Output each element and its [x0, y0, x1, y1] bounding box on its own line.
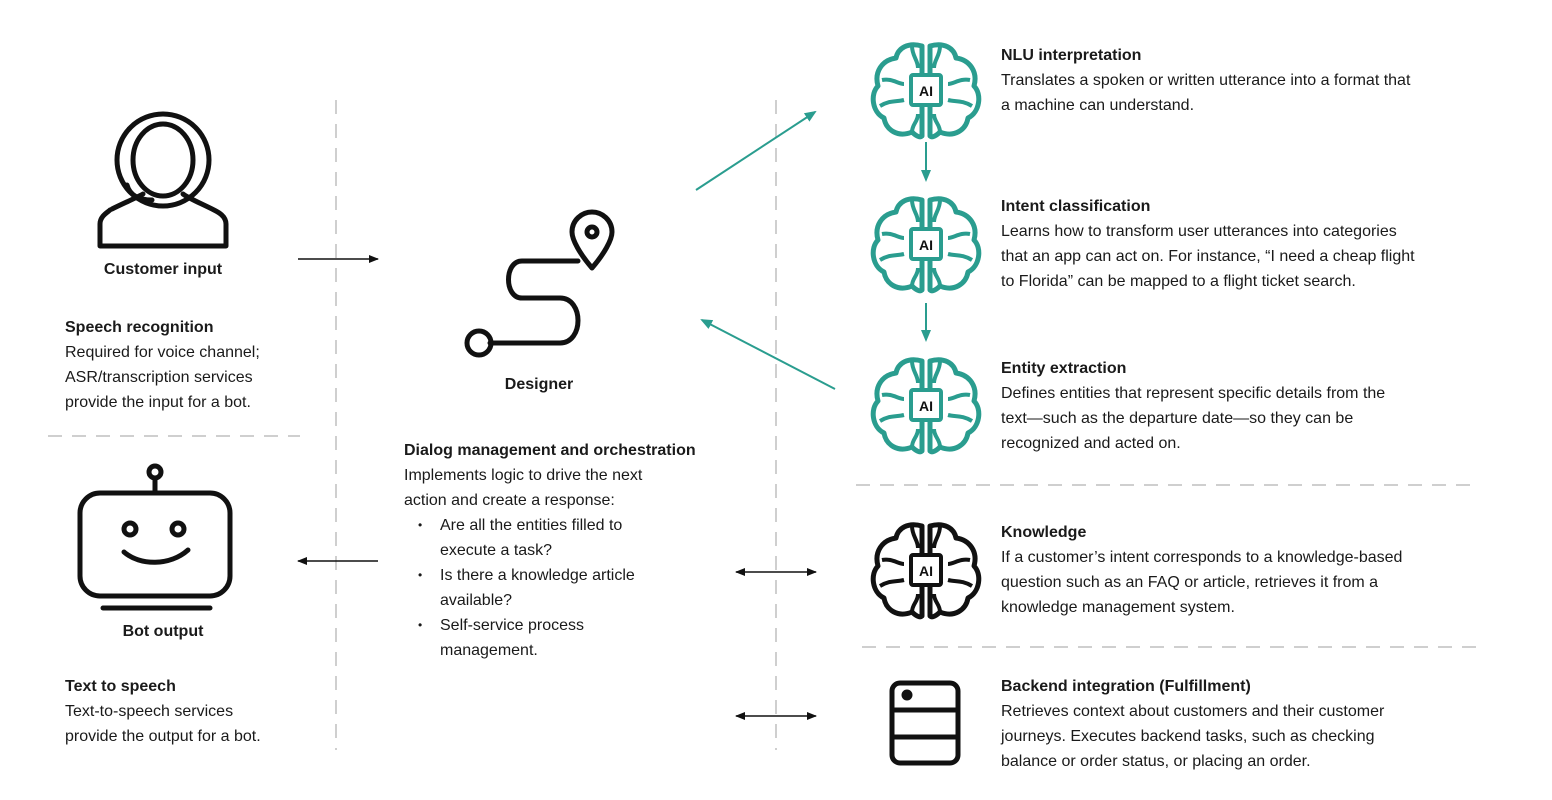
entity-block: Entity extraction Defines entities that … — [1001, 356, 1521, 456]
customer-headset-icon — [97, 111, 229, 249]
text-to-speech-line: provide the output for a bot. — [65, 728, 261, 745]
knowledge-title: Knowledge — [1001, 524, 1087, 541]
text-to-speech-title: Text to speech — [65, 678, 176, 695]
backend-line: balance or order status, or placing an o… — [1001, 753, 1311, 770]
dialog-bullet-item: Self-service process management. — [404, 613, 744, 663]
backend-line: Retrieves context about customers and th… — [1001, 703, 1385, 720]
dialog-management-line: Implements logic to drive the next — [404, 467, 643, 484]
intent-block: Intent classification Learns how to tran… — [1001, 194, 1521, 294]
nlu-line: a machine can understand. — [1001, 97, 1195, 114]
speech-recognition-title: Speech recognition — [65, 319, 214, 336]
bot-output-caption: Bot output — [122, 623, 204, 640]
dialog-bullet-line: Are all the entities filled to — [440, 517, 623, 534]
intent-line: Learns how to transform user utterances … — [1001, 223, 1397, 240]
knowledge-line: If a customer’s intent corresponds to a … — [1001, 549, 1403, 566]
nlu-title: NLU interpretation — [1001, 47, 1142, 64]
dialog-bullet-line: execute a task? — [440, 542, 553, 559]
dialog-bullet-line: Self-service process — [440, 617, 585, 634]
backend-title: Backend integration (Fulfillment) — [1001, 678, 1251, 695]
arrow-entity-to-designer — [700, 319, 836, 390]
dialog-bullet-item: Are all the entities filled to execute a… — [404, 513, 744, 563]
nlu-line: Translates a spoken or written utterance… — [1001, 72, 1411, 89]
ai-chip-label: AI — [919, 398, 933, 414]
knowledge-line: knowledge management system. — [1001, 599, 1235, 616]
text-to-speech-line: Text-to-speech services — [65, 703, 234, 720]
speech-recognition-line: provide the input for a bot. — [65, 394, 251, 411]
knowledge-block: Knowledge If a customer’s intent corresp… — [1001, 520, 1521, 620]
arrow-designer-to-nlu — [695, 110, 817, 191]
designer-path-icon — [464, 209, 615, 358]
speech-recognition-line: Required for voice channel; — [65, 344, 260, 361]
speech-recognition-block: Speech recognition Required for voice ch… — [65, 315, 325, 415]
backend-line: journeys. Executes backend tasks, such a… — [1001, 728, 1375, 745]
dialog-bullet-line: management. — [440, 642, 538, 659]
ai-chip-label: AI — [919, 83, 933, 99]
speech-recognition-line: ASR/transcription services — [65, 369, 253, 386]
dialog-bullet-line: available? — [440, 592, 513, 609]
ai-chip-label: AI — [919, 237, 933, 253]
dialog-bullet-item: Is there a knowledge article available? — [404, 563, 744, 613]
text-to-speech-block: Text to speech Text-to-speech services p… — [65, 674, 325, 749]
designer-caption: Designer — [504, 376, 574, 393]
dialog-management-block: Dialog management and orchestration Impl… — [404, 438, 744, 663]
customer-input-caption: Customer input — [103, 261, 223, 278]
dialog-bullet-line: Is there a knowledge article — [440, 567, 635, 584]
nlu-block: NLU interpretation Translates a spoken o… — [1001, 43, 1521, 118]
entity-line: Defines entities that represent specific… — [1001, 385, 1386, 402]
bot-icon — [77, 463, 233, 611]
intent-title: Intent classification — [1001, 198, 1151, 215]
entity-title: Entity extraction — [1001, 360, 1127, 377]
dialog-bullet-list: Are all the entities filled to execute a… — [404, 513, 744, 663]
entity-line: recognized and acted on. — [1001, 435, 1181, 452]
intent-line: that an app can act on. For instance, “I… — [1001, 248, 1415, 265]
ai-chip-label: AI — [919, 563, 933, 579]
intent-line: to Florida” can be mapped to a flight ti… — [1001, 273, 1356, 290]
dialog-management-line: action and create a response: — [404, 492, 615, 509]
knowledge-line: question such as an FAQ or article, retr… — [1001, 574, 1379, 591]
entity-line: text—such as the departure date—so they … — [1001, 410, 1354, 427]
database-icon — [889, 680, 961, 766]
backend-block: Backend integration (Fulfillment) Retrie… — [1001, 674, 1521, 774]
dialog-management-title: Dialog management and orchestration — [404, 442, 696, 459]
